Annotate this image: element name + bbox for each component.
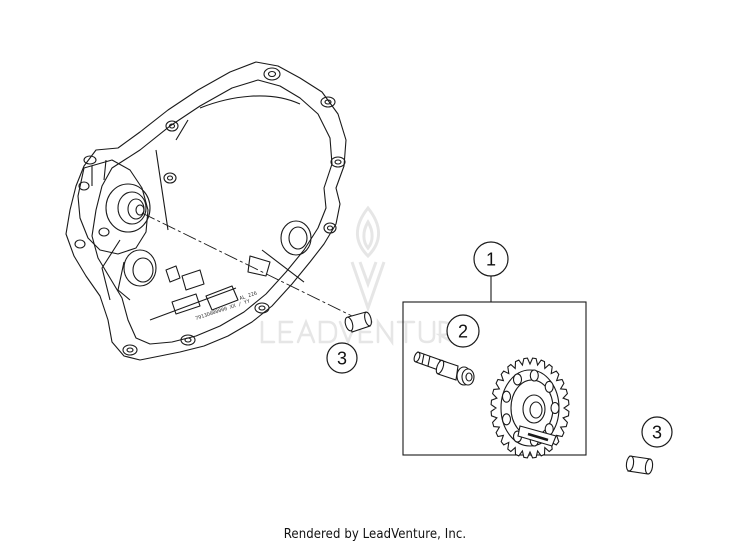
- svg-text:1: 1: [486, 250, 496, 270]
- intermediate-shaft: [413, 351, 475, 386]
- gear-lightening-hole: [501, 390, 512, 403]
- svg-text:2: 2: [458, 322, 468, 342]
- assembly-axis-line: [141, 212, 353, 317]
- svg-text:3: 3: [652, 423, 662, 443]
- gear-lightening-hole: [544, 380, 554, 393]
- clutch-cover: [65, 61, 347, 361]
- bushing-part-3b: [625, 455, 654, 475]
- svg-text:3: 3: [337, 349, 347, 369]
- intermediate-gear: [490, 357, 570, 459]
- leadventure-flame-logo-icon: [350, 205, 386, 313]
- gear-lightening-hole: [501, 413, 512, 426]
- callout-3-left: 3: [326, 342, 358, 374]
- casting-mark-1: AL 226: [239, 291, 258, 302]
- casting-mark-2: 7913D000000 XX / YY: [195, 299, 251, 322]
- bushing-part-3a: [344, 311, 372, 333]
- callout-2: 2: [446, 314, 480, 348]
- assembly-kit-box: [402, 301, 587, 456]
- gear-lightening-hole: [529, 369, 539, 382]
- gear-lightening-hole: [550, 401, 560, 415]
- callout-1: 1: [473, 241, 509, 302]
- rendered-by-footer: Rendered by LeadVenture, Inc.: [283, 527, 467, 542]
- callout-3-right: 3: [641, 416, 673, 448]
- gear-lightening-hole: [512, 373, 523, 386]
